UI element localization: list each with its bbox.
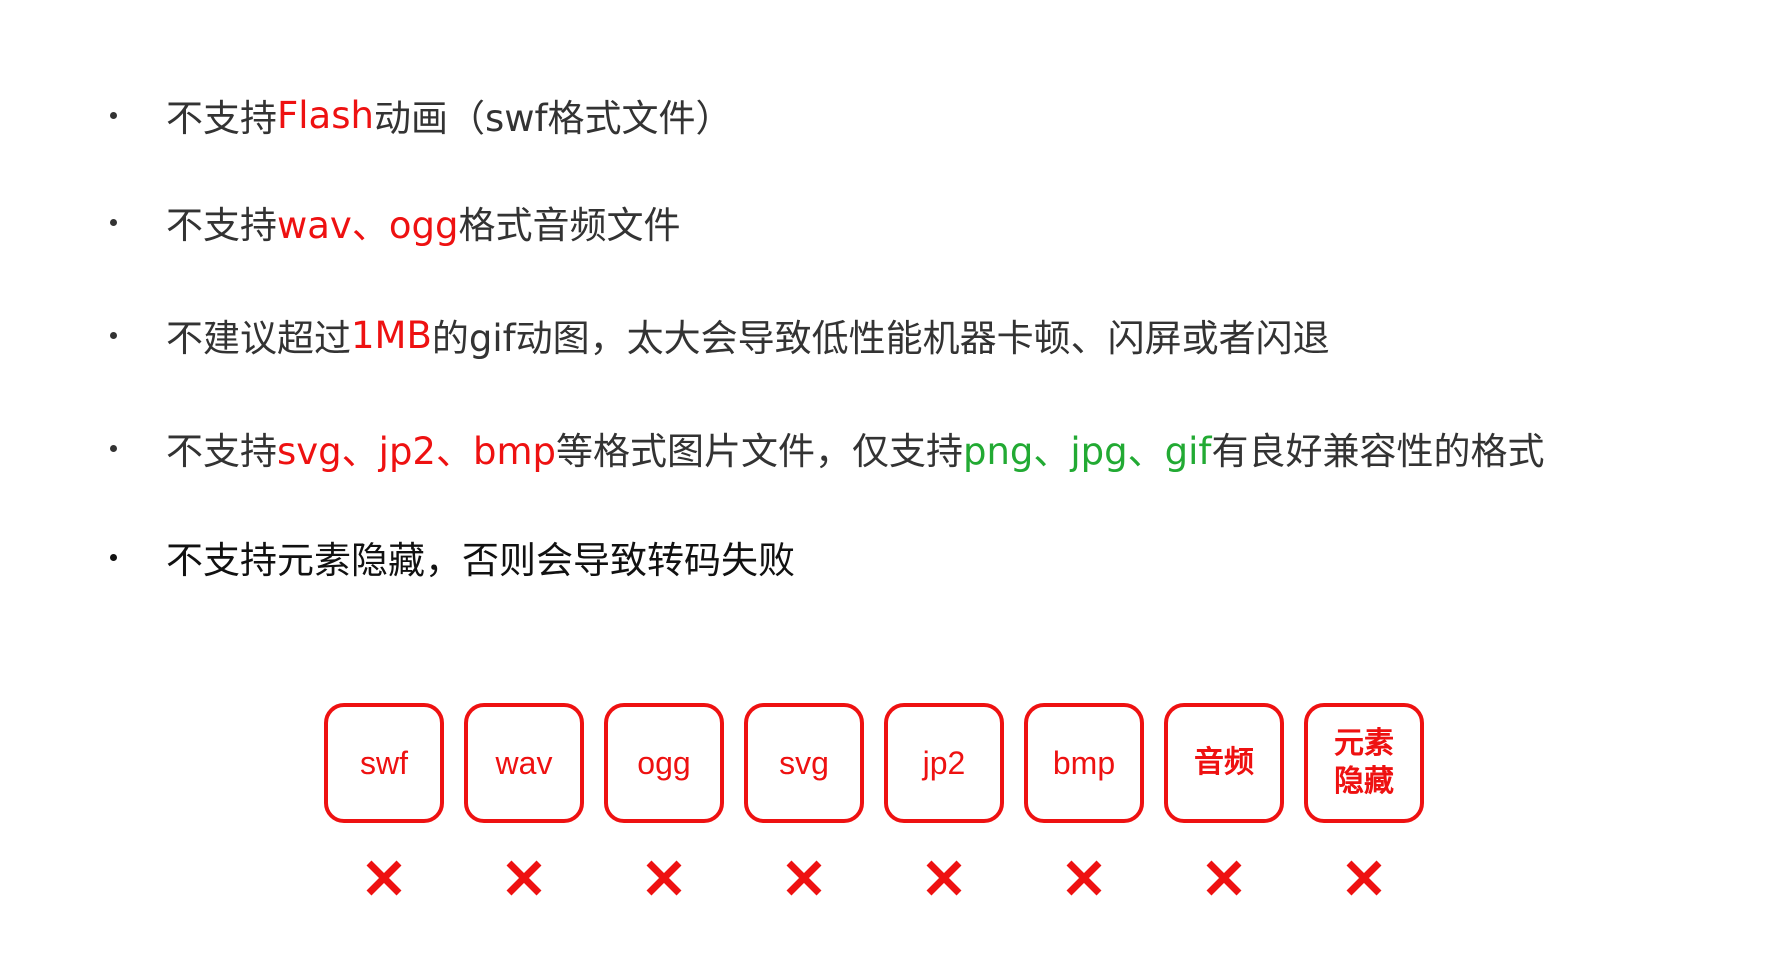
bullet-text: 有良好兼容性的格式 [1211, 430, 1545, 473]
cross-icon [924, 858, 964, 898]
tag-ogg: ogg [604, 703, 724, 823]
tag-swf: swf [324, 703, 444, 823]
tag-jp2: jp2 [884, 703, 1004, 823]
cross-icon [364, 858, 404, 898]
tag-label: wav [495, 745, 553, 781]
bullet-highlight-green: png、jpg、gif [962, 430, 1212, 473]
tag-label: 元素隐藏 [1334, 727, 1394, 798]
bullet-dot [110, 331, 117, 339]
bullet-highlight-red: svg、jp2、bmp [277, 430, 556, 473]
bullet-text: 不支持 [166, 97, 277, 140]
bullet-highlight-red: Flash [277, 93, 374, 137]
bullet-text: 不支持 [166, 204, 277, 247]
tag-bmp: bmp [1024, 703, 1144, 823]
tag-audio: 音频 [1164, 703, 1284, 823]
cross-icon [644, 858, 684, 898]
bullet-text: 动画（swf格式文件） [373, 97, 733, 140]
bullet-text: 不支持元素隐藏，否则会导致转码失败 [166, 539, 795, 582]
tag-svg: svg [744, 703, 864, 823]
bullet-text: 等格式图片文件，仅支持 [555, 430, 963, 473]
cross-icon [1064, 858, 1104, 898]
bullet-highlight-red: 1MB [351, 313, 432, 357]
tag-hidden-elements: 元素隐藏 [1304, 703, 1424, 823]
tag-wav: wav [464, 703, 584, 823]
bullet-text: 不支持 [166, 430, 277, 473]
bullet-item-hidden-elements: 不支持元素隐藏，否则会导致转码失败 [110, 532, 795, 582]
bullet-text: 不建议超过 [166, 317, 351, 360]
tag-label: bmp [1052, 745, 1116, 781]
cross-icon [784, 858, 824, 898]
bullet-text: 格式音频文件 [458, 204, 681, 247]
bullet-dot [110, 553, 117, 561]
tag-label: svg [779, 745, 829, 781]
tag-label: ogg [637, 745, 691, 781]
bullet-dot [110, 111, 117, 119]
cross-icon [504, 858, 544, 898]
bullet-dot [110, 444, 117, 452]
bullet-text: 的gif动图，太大会导致低性能机器卡顿、闪屏或者闪退 [431, 317, 1330, 360]
tag-label: 音频 [1194, 746, 1254, 779]
tag-label: swf [360, 745, 408, 781]
unsupported-format-tags: swf wav ogg svg jp2 bmp 音频 元素隐藏 [324, 703, 1444, 903]
bullet-highlight-red: wav、ogg [277, 204, 459, 247]
bullet-dot [110, 218, 117, 226]
cross-icon [1344, 858, 1384, 898]
cross-icon [1204, 858, 1244, 898]
tag-label: jp2 [922, 745, 966, 781]
